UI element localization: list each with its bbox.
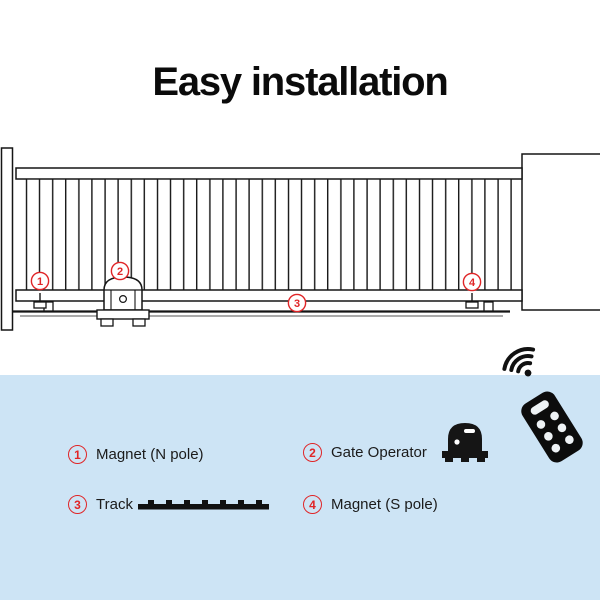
gate-installation-diagram: 1 2 3 4 (0, 147, 600, 331)
legend-label: Gate Operator (331, 444, 427, 461)
legend-number-badge: 1 (68, 445, 87, 464)
magnet-s-pole (465, 293, 479, 309)
legend-panel: 1 Magnet (N pole) 2 Gate Operator 3 Trac… (0, 375, 600, 600)
legend-item-gate-operator: 2 Gate Operator (303, 443, 427, 462)
marker-2: 2 (110, 261, 130, 281)
remote-control-icon (502, 347, 583, 463)
track-icon (138, 500, 269, 510)
legend-label: Magnet (N pole) (96, 446, 204, 463)
marker-3: 3 (287, 293, 307, 313)
remote-body (521, 391, 583, 463)
legend-label: Magnet (S pole) (331, 496, 438, 513)
legend-item-magnet-n: 1 Magnet (N pole) (68, 445, 204, 464)
marker-1-number: 1 (37, 276, 43, 288)
gate-operator-drawing (96, 276, 150, 327)
gate-bottom-rail (15, 289, 523, 302)
marker-3-number: 3 (294, 298, 300, 310)
roller-right (483, 301, 494, 312)
gate-top-rail (15, 167, 523, 180)
legend-item-magnet-s: 4 Magnet (S pole) (303, 495, 438, 514)
magnet-n-pole (33, 293, 47, 309)
marker-2-number: 2 (117, 266, 123, 278)
legend-item-track: 3 Track (68, 495, 133, 514)
gate-bars (20, 179, 518, 291)
gate-operator-icon (442, 423, 488, 462)
marker-4: 4 (462, 272, 482, 292)
legend-label: Track (96, 496, 133, 513)
legend-number-badge: 2 (303, 443, 322, 462)
right-wall (521, 153, 600, 311)
page-title: Easy installation (152, 60, 448, 104)
left-post (0, 147, 14, 331)
wifi-signal-icon (502, 347, 536, 377)
legend-number-badge: 3 (68, 495, 87, 514)
legend-number-badge: 4 (303, 495, 322, 514)
marker-4-number: 4 (469, 277, 476, 289)
marker-1: 1 (30, 271, 50, 291)
